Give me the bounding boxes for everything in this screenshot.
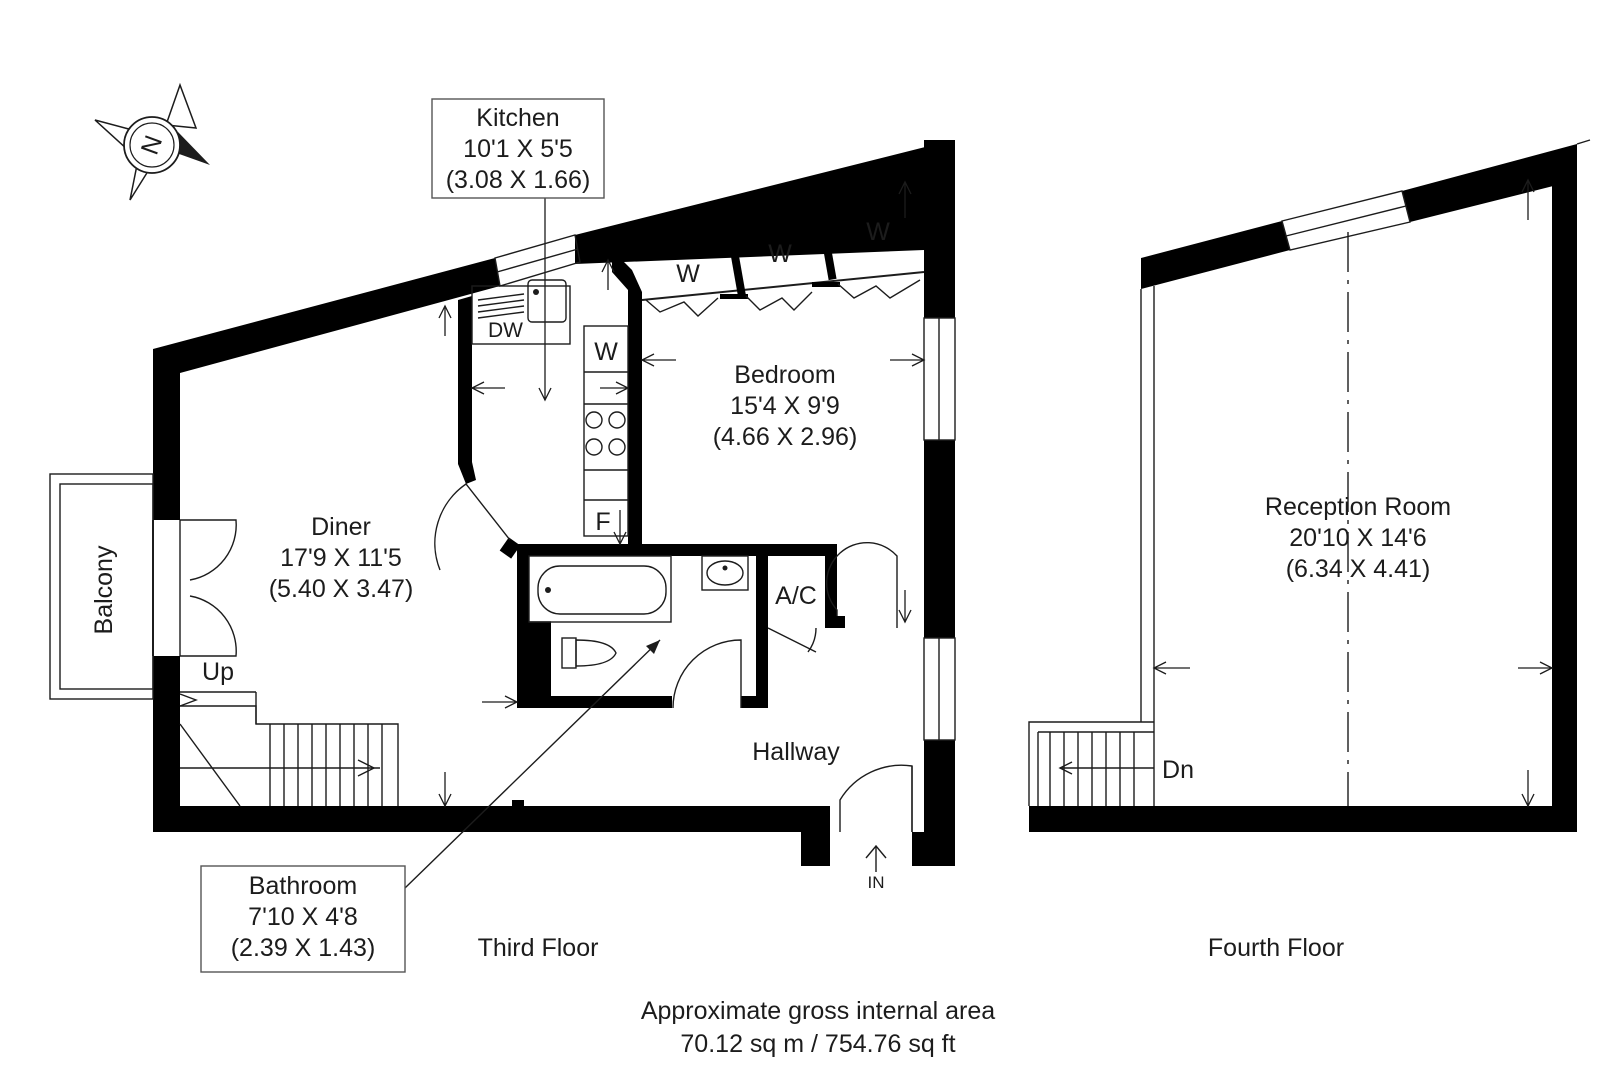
wardrobe-label-2: W <box>768 240 792 268</box>
bathroom-callout: Bathroom 7'10 X 4'8 (2.39 X 1.43) <box>200 865 406 973</box>
kitchen-door <box>434 483 511 571</box>
diner-name: Diner <box>311 513 371 541</box>
kitchen-units <box>583 325 629 537</box>
cupboard-wall-return <box>825 616 845 628</box>
dimension-arrows <box>438 180 926 808</box>
bathroom-leader-line <box>404 639 661 889</box>
kitchen-callout: Kitchen 10'1 X 5'5 (3.08 X 1.66) <box>431 98 605 199</box>
bathroom-wall-bottom <box>517 696 672 708</box>
balcony-label: Balcony <box>90 545 118 634</box>
kitchen-metric: (3.08 X 1.66) <box>446 166 591 194</box>
exterior-wall-top-right <box>575 140 955 264</box>
wall-nib <box>512 800 524 810</box>
kitchen-sink <box>527 279 567 323</box>
third-floor-plan: Balcony Up <box>49 140 956 892</box>
wardrobe-label-3: W <box>866 218 890 246</box>
hob-icon <box>585 411 626 456</box>
bathroom-wall-top <box>517 544 837 556</box>
kitchen-fittings: DW W F <box>471 279 629 537</box>
reception-label: Reception Room 20'10 X 14'6 (6.34 X 4.41… <box>1265 493 1451 583</box>
fourth-wall-bottom <box>1029 806 1577 832</box>
diner-label: Diner 17'9 X 11'5 (5.40 X 3.47) <box>269 513 414 603</box>
exterior-wall-bottom-right <box>912 832 955 866</box>
fourth-dimension-arrows <box>1152 178 1554 808</box>
fourth-wall-top-left <box>1141 221 1290 289</box>
stairs-down-label: Dn <box>1162 756 1194 784</box>
bathroom-door <box>672 639 742 709</box>
third-floor-caption: Third Floor <box>478 934 599 962</box>
stairs-down: Dn <box>1028 721 1194 806</box>
bathroom-metric: (2.39 X 1.43) <box>231 934 376 962</box>
fourth-window-top <box>1281 190 1411 251</box>
bathroom-wall-chase <box>517 622 551 708</box>
reception-name: Reception Room <box>1265 493 1451 521</box>
fourth-wall-right <box>1552 176 1577 832</box>
fourth-floor-caption: Fourth Floor <box>1208 934 1344 962</box>
compass-rose-icon: N <box>94 82 210 201</box>
bathroom-fittings <box>528 555 749 669</box>
bedroom-name: Bedroom <box>734 361 835 389</box>
toilet-bowl <box>575 639 617 667</box>
bathtub <box>528 555 672 623</box>
partition-kitchen-bedroom <box>612 250 642 546</box>
window-kitchen <box>494 234 581 287</box>
bedroom-label: Bedroom 15'4 X 9'9 (4.66 X 2.96) <box>713 361 858 451</box>
partition-kitchen-diner <box>458 296 476 484</box>
kitchen-imperial: 10'1 X 5'5 <box>463 135 573 163</box>
exterior-wall-left-lower <box>153 656 180 832</box>
bathroom-wall-corner <box>499 537 521 559</box>
bathroom-wall-stub <box>741 696 768 708</box>
diner-metric: (5.40 X 3.47) <box>269 575 414 603</box>
sink-unit <box>471 285 571 345</box>
exterior-wall-right-upper <box>924 140 955 318</box>
exterior-wall-right-mid <box>924 440 955 638</box>
bathroom-imperial: 7'10 X 4'8 <box>248 903 358 931</box>
airing-cupboard: A/C <box>767 541 898 653</box>
balcony: Balcony <box>49 473 154 700</box>
bedroom-wardrobes: W W W <box>641 203 925 317</box>
reception-metric: (6.34 X 4.41) <box>1286 555 1431 583</box>
kitchen-wardrobe-label: W <box>594 338 618 366</box>
balcony-door <box>152 519 237 657</box>
bathtub-basin <box>537 565 667 615</box>
stairs-up: Up <box>179 658 399 807</box>
diner-imperial: 17'9 X 11'5 <box>280 544 402 572</box>
fourth-wall-top-right <box>1402 144 1577 222</box>
fridge-label: F <box>595 508 610 536</box>
entrance-door <box>839 764 913 832</box>
toilet-cistern <box>561 637 577 669</box>
airing-cupboard-label: A/C <box>775 582 817 610</box>
area-value: 70.12 sq m / 754.76 sq ft <box>680 1030 955 1058</box>
wardrobe-label-1: W <box>676 260 700 288</box>
reception-imperial: 20'10 X 14'6 <box>1289 524 1426 552</box>
bedroom-metric: (4.66 X 2.96) <box>713 423 858 451</box>
entrance-label: IN <box>868 873 885 892</box>
entrance-arrow-icon: IN <box>865 844 887 892</box>
wash-basin <box>701 555 749 591</box>
stairs-up-label: Up <box>202 658 234 686</box>
hallway-name: Hallway <box>752 738 840 766</box>
exterior-wall-bottom <box>153 806 830 866</box>
kitchen-name: Kitchen <box>476 104 559 132</box>
bathroom-wall-right <box>756 556 768 708</box>
bedroom-imperial: 15'4 X 9'9 <box>730 392 840 420</box>
dishwasher-label: DW <box>488 319 523 342</box>
fourth-floor-plan: Dn <box>1028 139 1591 832</box>
exterior-wall-top <box>153 258 500 520</box>
area-caption: Approximate gross internal area <box>641 997 995 1025</box>
bathroom-name: Bathroom <box>249 872 357 900</box>
